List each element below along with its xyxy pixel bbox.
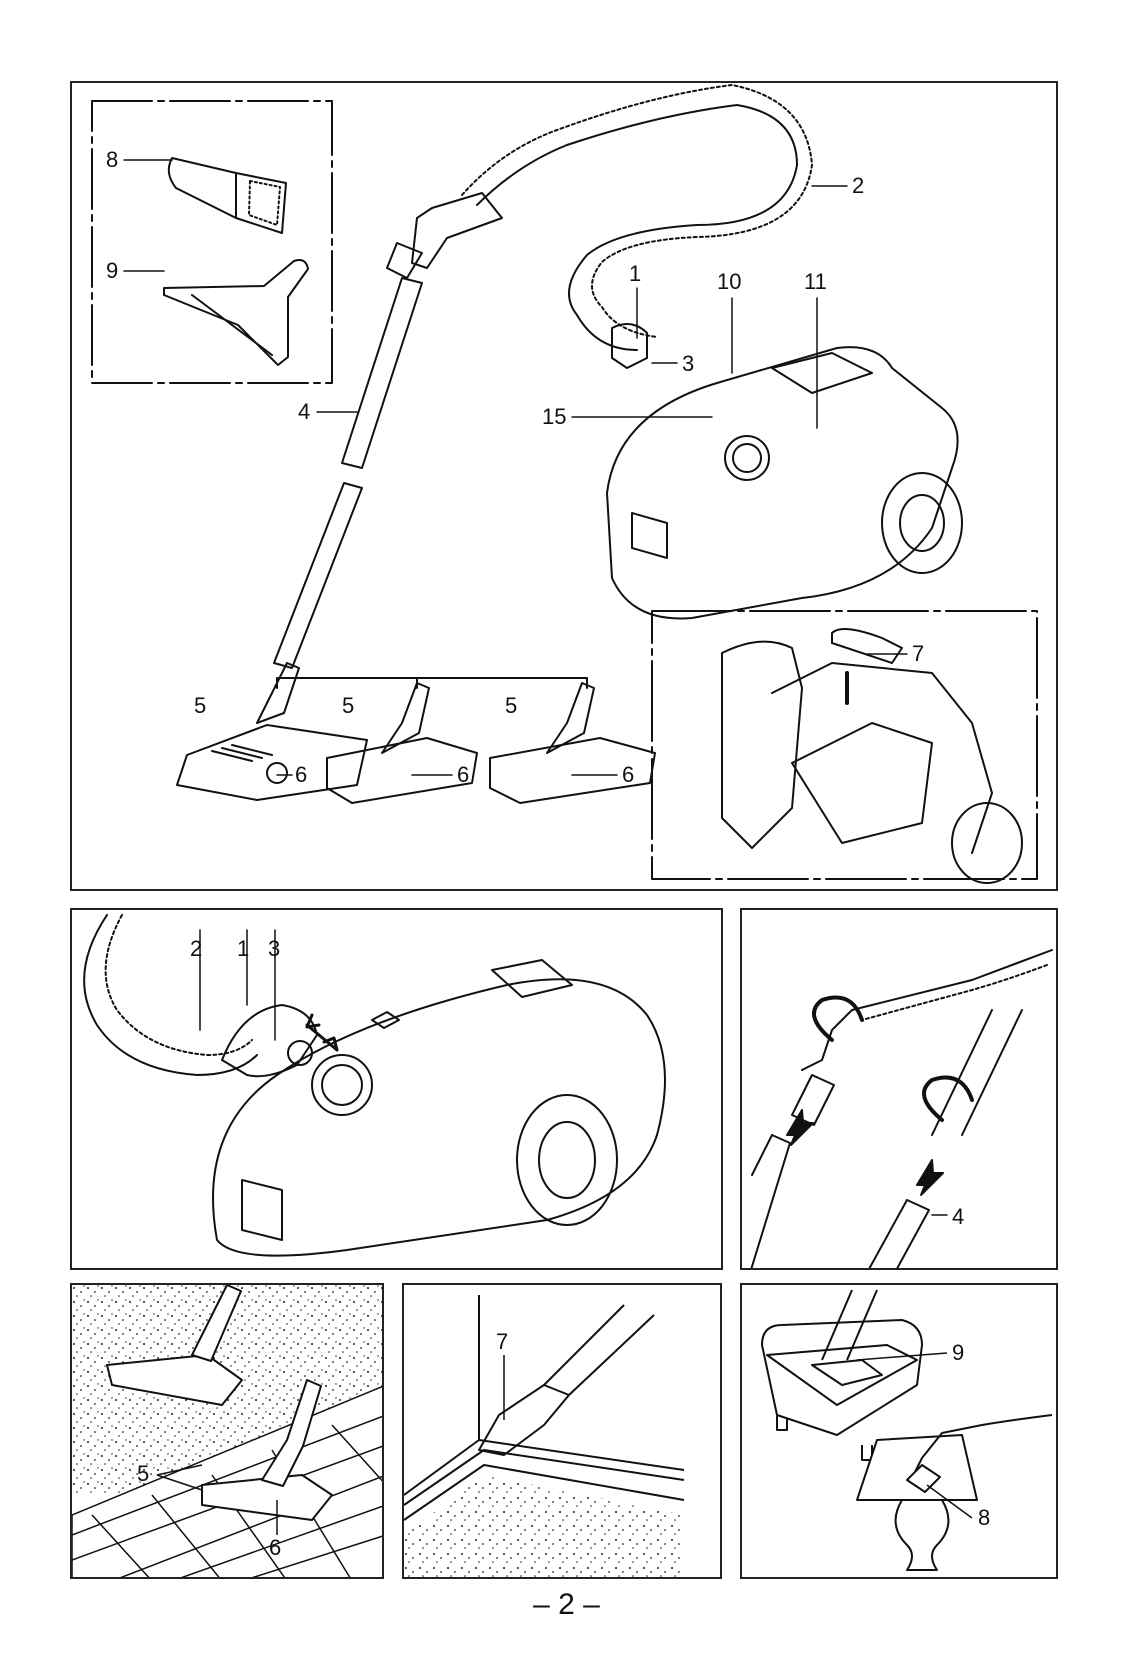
upholstery-nozzle-drawing — [164, 260, 308, 365]
label-5-c: 5 — [505, 695, 517, 717]
label-2: 2 — [190, 938, 202, 960]
open-vacuum-drawing — [722, 629, 1022, 883]
label-6-b: 6 — [457, 764, 469, 786]
floor-nozzle-use-illustration — [72, 1285, 384, 1579]
label-7: 7 — [496, 1331, 508, 1353]
twist-arrow-bottom — [924, 1078, 972, 1121]
overview-illustration — [72, 83, 1058, 891]
label-9: 9 — [106, 260, 118, 282]
label-5-b: 5 — [342, 695, 354, 717]
down-arrow-right — [917, 1160, 943, 1195]
connect-hose-panel: 2 1 3 — [70, 908, 723, 1270]
label-3: 3 — [682, 353, 694, 375]
label-3: 3 — [268, 938, 280, 960]
nozzle-bracket — [277, 678, 587, 688]
down-arrow-left — [787, 1110, 813, 1145]
label-1: 1 — [237, 938, 249, 960]
accessory-inset-frame — [92, 101, 332, 383]
floor-nozzle-1-drawing — [177, 663, 367, 800]
tube-assembly-panel: 4 — [740, 908, 1058, 1270]
crevice-use-illustration — [404, 1285, 722, 1579]
crevice-tube — [544, 1305, 654, 1395]
upholstery-brush-drawing — [169, 158, 286, 233]
hose-handle — [802, 950, 1052, 1070]
leader-lines — [124, 160, 907, 775]
label-4: 4 — [298, 401, 310, 423]
accessory-use-illustration — [742, 1285, 1058, 1579]
label-6-c: 6 — [622, 764, 634, 786]
vacuum-body — [213, 979, 665, 1255]
tube-assembly-illustration — [742, 910, 1058, 1270]
page-number: – 2 – — [0, 1588, 1133, 1622]
label-1: 1 — [629, 263, 641, 285]
label-4: 4 — [952, 1206, 964, 1228]
label-9: 9 — [952, 1342, 964, 1364]
hose-drawing — [387, 85, 812, 350]
label-15: 15 — [542, 406, 566, 428]
label-5: 5 — [137, 1463, 149, 1485]
label-10: 10 — [717, 271, 741, 293]
label-2: 2 — [852, 175, 864, 197]
label-7: 7 — [912, 643, 924, 665]
lamp-base — [896, 1500, 949, 1570]
overview-panel: 8 9 2 1 10 11 3 4 15 7 5 5 5 6 6 6 — [70, 81, 1058, 891]
floor-nozzle-use-panel: 5 6 — [70, 1283, 384, 1579]
label-11: 11 — [804, 271, 827, 293]
label-5-a: 5 — [194, 695, 206, 717]
crevice-tool — [479, 1385, 569, 1455]
label-6: 6 — [269, 1537, 281, 1559]
accessory-use-panel: 9 8 — [740, 1283, 1058, 1579]
twist-arrow-top — [814, 998, 862, 1041]
label-8: 8 — [978, 1507, 990, 1529]
crevice-use-panel: 7 — [402, 1283, 722, 1579]
vacuum-cleaner-drawing — [607, 347, 962, 618]
connect-hose-illustration — [72, 910, 723, 1270]
label-8: 8 — [106, 149, 118, 171]
label-6-a: 6 — [295, 764, 307, 786]
tube-drawing — [274, 278, 422, 668]
